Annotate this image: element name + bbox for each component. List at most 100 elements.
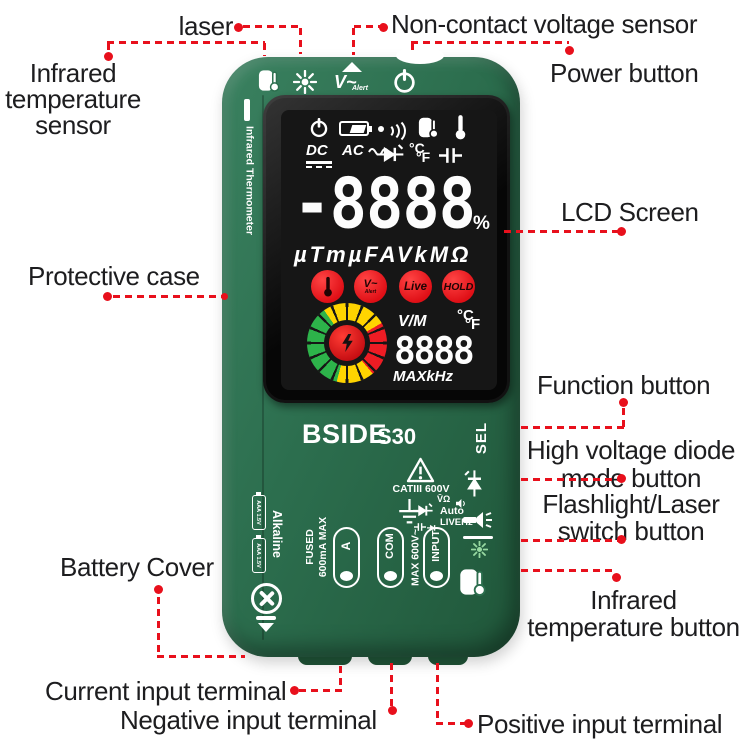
valert-btn-sub: Alert — [364, 288, 377, 295]
brand-label: BSIDE — [302, 419, 388, 449]
callout-dot — [617, 535, 626, 544]
callout-line — [622, 408, 625, 427]
dc-indicator: DC — [306, 142, 332, 168]
units-row: µTmµFAVkMΩ — [294, 242, 472, 267]
hold-touch-button: HOLD — [442, 270, 475, 303]
terminal-input-label: INPUT — [430, 530, 442, 562]
callout-dot — [103, 292, 112, 301]
callout-lcd: LCD Screen — [561, 197, 699, 227]
callout-dot — [565, 46, 574, 55]
auto-label: Auto — [440, 505, 464, 517]
battery-cover-screw-icon — [251, 583, 282, 614]
callout-line — [411, 43, 414, 54]
callout-ir-sensor: Infrared temperature sensor — [2, 60, 144, 138]
callout-line — [352, 28, 355, 55]
live-touch-button: Live — [399, 270, 432, 303]
callout-ir-sensor-line1: Infrared — [29, 58, 117, 88]
diode-indicator-icon — [376, 144, 406, 168]
callout-positive: Positive input terminal — [477, 709, 723, 739]
terminal-hole — [429, 571, 443, 581]
callout-line — [521, 478, 620, 481]
callout-ir-button-line2: temperature button — [527, 612, 740, 642]
percent-indicator: % — [473, 213, 490, 234]
diode-mode-icon — [413, 503, 434, 522]
battery-cell-label: AAA 1.5V — [255, 500, 262, 525]
ac-label: AC — [342, 142, 364, 159]
sound-indicator-icon — [378, 118, 410, 144]
callout-dot — [290, 686, 299, 695]
icon-divider — [463, 536, 493, 539]
top-edge-notch — [396, 47, 444, 64]
fused-line1: FUSED — [304, 529, 316, 565]
callout-line — [263, 43, 266, 56]
callout-ir-sensor-line3: sensor — [35, 110, 111, 140]
ir-temp-sensor-icon — [258, 67, 282, 99]
screw-arrow-icon — [258, 623, 274, 632]
warning-triangle-icon — [406, 457, 435, 488]
callout-ncv: Non-contact voltage sensor — [391, 9, 698, 39]
max-input-label: MAX 600V~ — [409, 529, 421, 586]
capacitor-mode-icon — [414, 519, 426, 537]
callout-line — [436, 663, 439, 722]
flashlight-icon — [461, 511, 495, 534]
callout-dot — [154, 585, 163, 594]
callout-dot — [379, 23, 388, 32]
callout-line — [339, 666, 342, 690]
callout-dot — [221, 293, 228, 300]
callout-dot — [104, 52, 113, 61]
battery-aaa-icon: AAA 1.5V — [252, 535, 266, 573]
livehz-label: LIVEHz — [440, 517, 473, 528]
callout-line — [354, 25, 380, 28]
valert-btn-v: V~ — [363, 277, 378, 290]
battery-cell-label: AAA 1.5V — [255, 543, 262, 568]
main-reading: -8888 — [293, 162, 476, 245]
callout-ir-sensor-line2: temperature — [5, 84, 141, 114]
vohm-label: V̄Ω — [437, 494, 451, 504]
capacitor-indicator-icon — [439, 147, 462, 169]
side-strip-label: Infrared Thermometer — [244, 125, 256, 236]
callout-line — [107, 41, 265, 44]
battery-aaa-icon: AAA 1.5V — [252, 492, 266, 530]
gauge-center — [329, 325, 365, 361]
ncv-triangle-icon — [342, 62, 362, 72]
thermometer-icon — [323, 276, 332, 297]
battery-indicator-icon — [339, 121, 372, 136]
terminal-a-label: A — [339, 541, 353, 551]
screw-arrow-bar — [256, 616, 276, 620]
sound-mode-icon — [455, 495, 466, 513]
deg-c-label: °C — [409, 140, 425, 156]
callout-line — [243, 25, 301, 28]
model-label: S30 — [377, 424, 417, 449]
sub-deg-f: °F — [465, 316, 481, 333]
hv-diode-button-icon — [464, 469, 489, 497]
sub-deg-c: °C — [457, 307, 474, 324]
callout-line — [113, 295, 225, 298]
callout-negative: Negative input terminal — [120, 705, 377, 735]
laser-switch-icon — [470, 540, 489, 563]
callout-current: Current input terminal — [45, 676, 287, 706]
ir-temp-button-icon — [459, 566, 489, 603]
sub-units: MAXkHz — [393, 368, 454, 385]
sub-reading-label: V/M — [398, 313, 427, 330]
callout-line — [521, 539, 620, 542]
callout-line — [299, 28, 302, 54]
temp-touch-button — [311, 270, 344, 303]
callout-flash-line1: Flashlight/Laser — [542, 489, 720, 519]
power-indicator-icon — [309, 117, 329, 143]
valert-alert-label: Alert — [352, 85, 368, 92]
callout-dot — [464, 719, 473, 728]
callout-battery: Battery Cover — [60, 552, 214, 582]
callout-line — [521, 569, 616, 572]
callout-dot — [234, 23, 243, 32]
thermometer-indicator-icon — [455, 114, 466, 145]
callout-function: Function button — [537, 370, 711, 400]
lightning-bolt-icon — [341, 334, 353, 352]
terminal-hole — [339, 571, 353, 581]
callout-power: Power button — [550, 58, 699, 88]
surface-temp-indicator-icon — [418, 115, 441, 145]
sub-reading: 8888 — [394, 330, 475, 374]
callout-line — [521, 426, 624, 429]
valert-v-label: V~ — [334, 72, 357, 92]
valert-touch-button: V~ Alert — [354, 270, 387, 303]
